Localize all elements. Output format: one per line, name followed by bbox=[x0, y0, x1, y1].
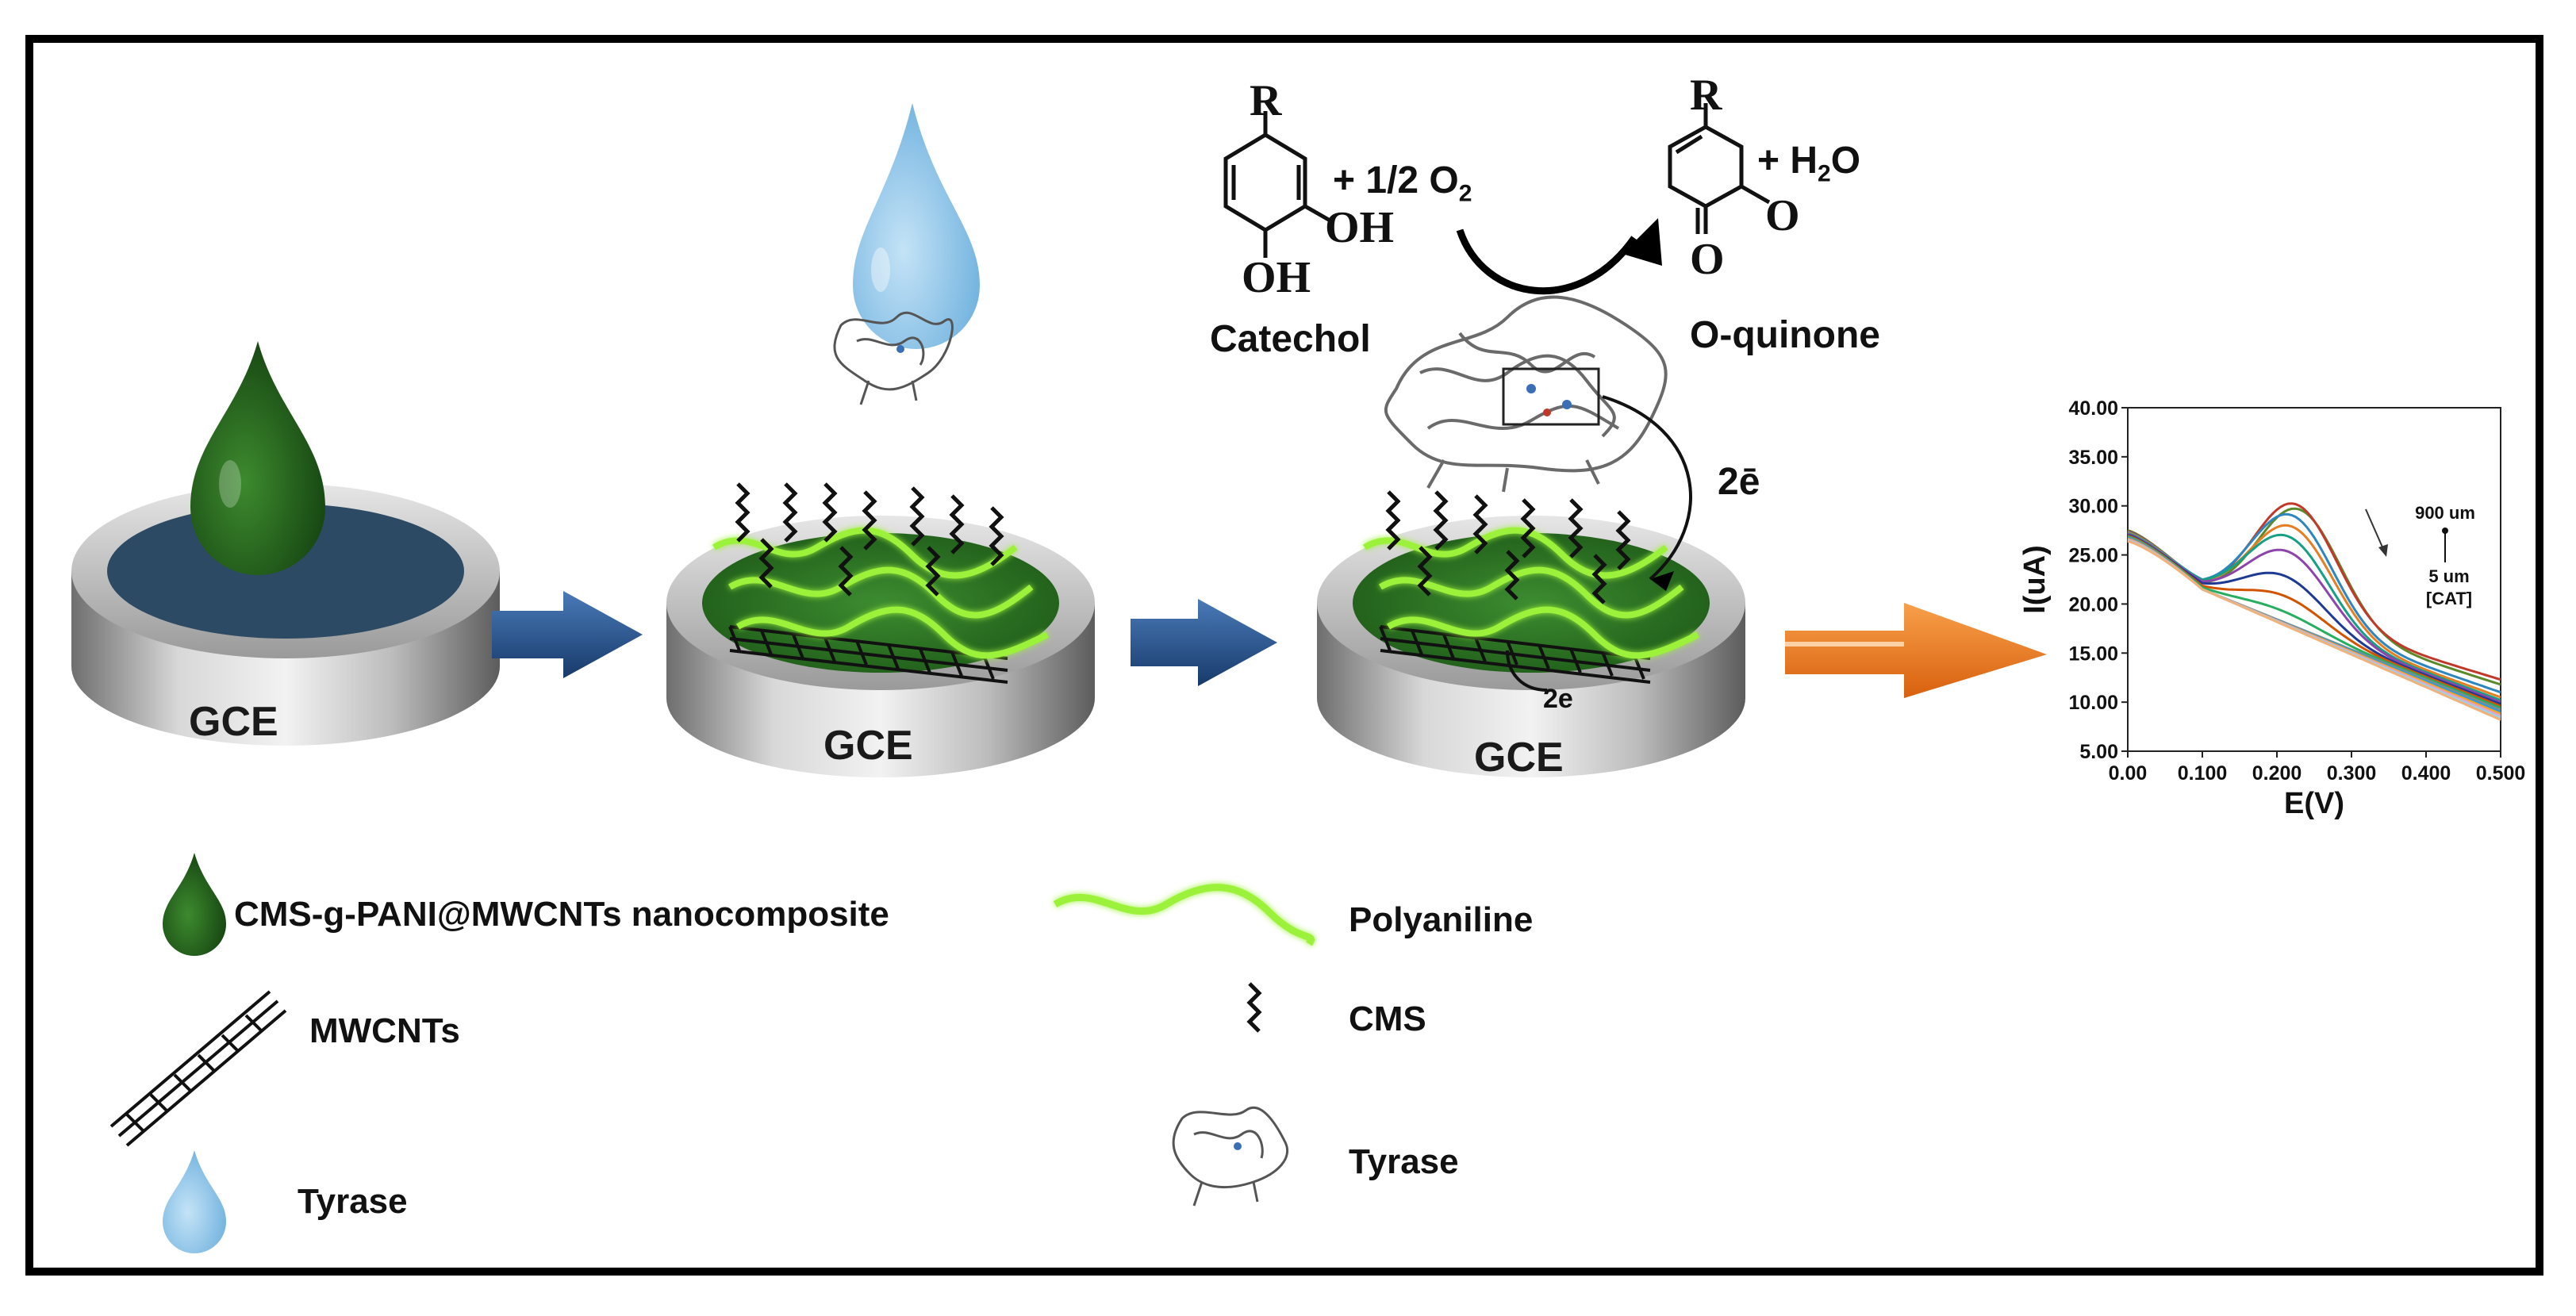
electron-transfer-label: 2ē bbox=[1718, 461, 1760, 503]
catechol-oh-2: OH bbox=[1242, 253, 1311, 302]
legend-mwcnt-icon bbox=[109, 990, 287, 1147]
chart-annotation-high-concentration: 900 um bbox=[2415, 503, 2475, 523]
quinone-oxygen-1: O bbox=[1765, 191, 1800, 240]
chart-series-line-15 bbox=[2127, 540, 2501, 721]
chart-xtick-label: 0.500 bbox=[2476, 762, 2526, 785]
chart-series-group bbox=[2127, 502, 2501, 721]
electrode-2-label: GCE bbox=[823, 723, 913, 769]
cms-chains-3 bbox=[1385, 490, 1631, 604]
o-quinone-structure bbox=[1668, 103, 1771, 234]
green-drop bbox=[190, 341, 325, 575]
electron-transfer-arrow bbox=[1506, 650, 1548, 692]
chart-ytick-label: 5.00 bbox=[2079, 741, 2118, 763]
electrode-2 bbox=[666, 482, 1095, 777]
chart-trend-arrow-head bbox=[2378, 544, 2388, 557]
electrode-1-navy-surface bbox=[107, 504, 464, 639]
tyrase-drop bbox=[853, 103, 980, 349]
quinone-r-group: R bbox=[1690, 71, 1722, 120]
chart-ytick-label: 15.00 bbox=[2068, 643, 2118, 665]
chart-ytick-label: 40.00 bbox=[2068, 397, 2118, 420]
product-name: O-quinone bbox=[1690, 314, 1880, 356]
product-water: + H2O bbox=[1757, 140, 1861, 187]
electrode-1 bbox=[71, 484, 500, 746]
process-arrow-1 bbox=[492, 591, 643, 678]
chart-annotation-species: [CAT] bbox=[2426, 589, 2472, 608]
chart-xtick-label: 0.200 bbox=[2252, 762, 2302, 785]
chart-ytick-label: 25.00 bbox=[2068, 545, 2118, 567]
electrode-3 bbox=[1317, 490, 1745, 777]
legend-composite-drop-icon bbox=[163, 853, 226, 956]
cms-chains-2 bbox=[735, 482, 1004, 597]
catechol-r-group: R bbox=[1250, 76, 1282, 125]
chart-ytick-label: 10.00 bbox=[2068, 692, 2118, 714]
chart-xtick-label: 0.400 bbox=[2401, 762, 2451, 785]
chart-ytick-label: 35.00 bbox=[2068, 447, 2118, 469]
electron-transfer-small-label: 2e bbox=[1543, 684, 1573, 714]
legend-polyaniline-label: Polyaniline bbox=[1349, 900, 1534, 939]
chart-annotation-low-concentration: 5 um bbox=[2428, 566, 2469, 586]
legend-mwcnts-label: MWCNTs bbox=[309, 1011, 460, 1050]
electrode-2-green-surface bbox=[702, 533, 1059, 673]
catechol-structure bbox=[1223, 111, 1334, 258]
mwcnt-bundle-3 bbox=[1379, 625, 1651, 684]
legend-cms-label: CMS bbox=[1349, 999, 1426, 1038]
mwcnt-bundle-2 bbox=[728, 625, 1008, 684]
chart-xtick-label: 0.100 bbox=[2178, 762, 2228, 785]
legend-cms-icon bbox=[1246, 982, 1262, 1033]
polyaniline-chains-3 bbox=[1362, 527, 1699, 659]
catechol-oh-1: OH bbox=[1325, 203, 1395, 252]
chart-annotation-group: 900 um 5 um [CAT] bbox=[2365, 503, 2475, 608]
chart-xtick-label: 0.300 bbox=[2327, 762, 2377, 785]
legend-polyaniline-icon bbox=[1053, 884, 1315, 946]
legend-tyrase-drop-icon bbox=[163, 1150, 226, 1253]
chart-trend-arrow-shaft bbox=[2365, 508, 2384, 550]
electrode-1-label: GCE bbox=[189, 699, 278, 745]
chart-x-axis-label: E(V) bbox=[2284, 787, 2344, 820]
figure-border bbox=[25, 35, 2543, 1276]
chart-y-axis-label: I(uA) bbox=[2018, 545, 2052, 614]
chart-xtick-label: 0.00 bbox=[2109, 762, 2148, 785]
electron-path-arrow bbox=[1602, 395, 1692, 581]
enzyme-under-drop bbox=[833, 311, 954, 405]
electrode-3-label: GCE bbox=[1474, 735, 1564, 781]
legend-tyrase-enzyme-icon bbox=[1172, 1106, 1289, 1207]
process-arrow-2 bbox=[1131, 599, 1277, 686]
legend-tyrase-drop-label: Tyrase bbox=[298, 1182, 408, 1221]
enzyme-structure bbox=[1384, 295, 1668, 493]
legend-composite-label: CMS-g-PANI@MWCNTs nanocomposite bbox=[234, 895, 889, 934]
chart-annotation-dot bbox=[2442, 528, 2448, 534]
reactant-name: Catechol bbox=[1210, 318, 1371, 360]
legend-tyrase-enzyme-label: Tyrase bbox=[1349, 1142, 1459, 1181]
result-arrow bbox=[1785, 603, 2047, 698]
chart-ticks-group: 0.00 0.100 0.200 0.300 0.400 0.500 5.00 10.00 15… bbox=[2018, 397, 2525, 820]
quinone-oxygen-2: O bbox=[1690, 235, 1725, 284]
electron-arrowhead bbox=[1650, 571, 1674, 591]
reagent-oxygen: + 1/2 O2 bbox=[1333, 159, 1472, 207]
reaction-arrow bbox=[1456, 218, 1662, 295]
chart-ytick-label: 30.00 bbox=[2068, 496, 2118, 518]
chart-series-line-7 bbox=[2127, 534, 2501, 706]
chart-ytick-label: 20.00 bbox=[2068, 593, 2118, 616]
